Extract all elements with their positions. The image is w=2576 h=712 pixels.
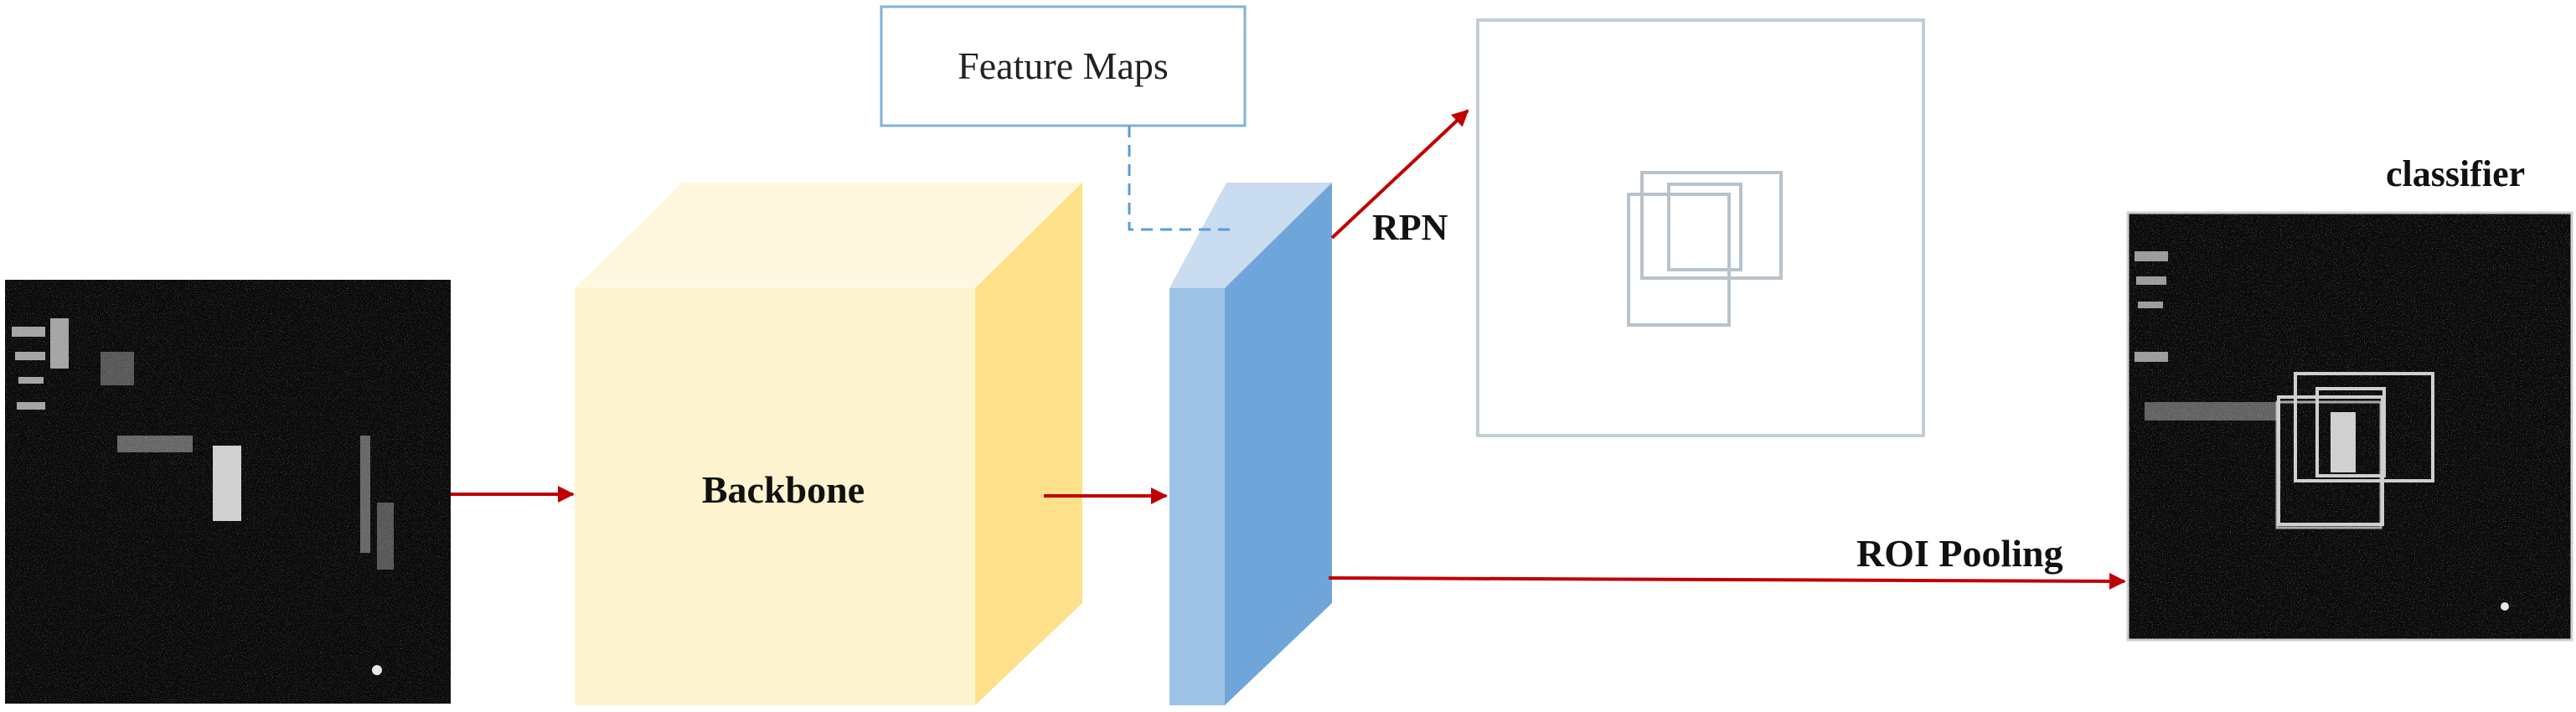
feature-maps-connector (1128, 126, 1230, 231)
feature-map-slab (1169, 183, 1332, 705)
arrow-rpn (1330, 109, 1469, 240)
input-sar-image (5, 280, 451, 704)
roi-pooling-label: ROI Pooling (1856, 532, 2063, 575)
ship-target (2331, 412, 2356, 472)
backbone-label: Backbone (702, 468, 865, 511)
rpn-label: RPN (1372, 207, 1448, 248)
classifier-output-image (2126, 211, 2573, 642)
arrow-roi-pooling (1328, 572, 2126, 590)
ship-target (213, 446, 241, 521)
proposal-box (1627, 193, 1731, 327)
detection-box (2294, 372, 2434, 482)
rpn-proposals-panel (1476, 18, 1925, 437)
classifier-label: classifier (2386, 153, 2525, 194)
feature-maps-label: Feature Maps (958, 44, 1169, 87)
detection-box (2275, 400, 2382, 529)
backbone-cube (575, 183, 1082, 705)
feature-maps-callout-box (880, 5, 1247, 127)
detection-box (2315, 387, 2386, 477)
proposal-box (1640, 171, 1783, 280)
proposal-box (1667, 183, 1742, 271)
